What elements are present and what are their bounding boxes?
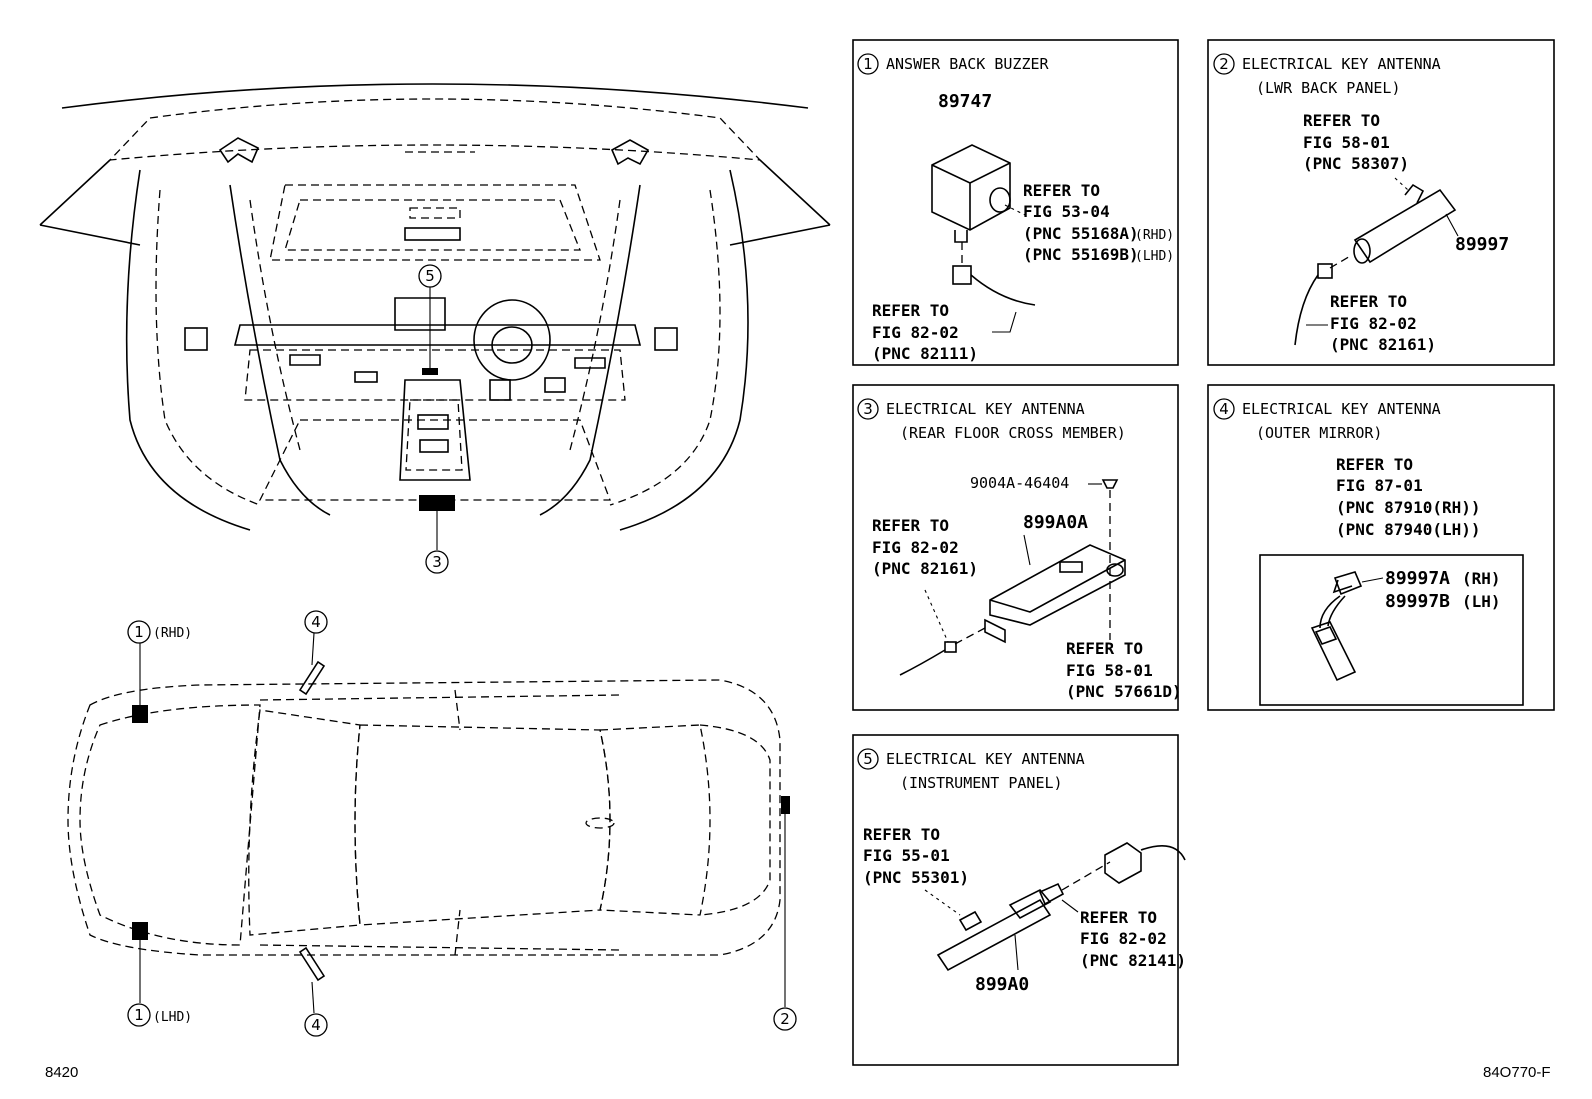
interior-illustration <box>39 83 831 550</box>
panel-3-ref-b-line-2: FIG 58-01 <box>1066 661 1153 680</box>
panel-2-ref-a-line-3: (PNC 58307) <box>1303 154 1409 173</box>
antenna-899a0-icon <box>924 842 1186 972</box>
callout-5-label: 5 <box>425 267 435 285</box>
panel-5-ref-b-line-3: (PNC 82141) <box>1080 951 1186 970</box>
panel-5-ref-b-line-2: FIG 82-02 <box>1080 929 1167 948</box>
panel-2-ref-b-line-3: (PNC 82161) <box>1330 335 1436 354</box>
panel-1-ref-a-line-4: (PNC 55169B) <box>1023 245 1139 264</box>
callout-1-lhd-label: 1 <box>134 1006 144 1024</box>
callout-3-label: 3 <box>432 553 442 571</box>
panel-2-callout: 2 <box>1219 55 1229 73</box>
panel-1-callout: 1 <box>863 55 873 73</box>
car-top-view <box>67 632 790 1014</box>
panel-3-subtitle: (REAR FLOOR CROSS MEMBER) <box>900 424 1126 442</box>
footer-left-code: 8420 <box>45 1064 78 1081</box>
panel-1-rhd-tag: (RHD) <box>1135 228 1174 243</box>
callout-2: 2 <box>773 1007 797 1031</box>
panel-2-ref-b-line-1: REFER TO <box>1330 292 1407 311</box>
panel-3-fastener-number: 9004A-46404 <box>970 474 1069 492</box>
callout-3: 3 <box>425 550 449 574</box>
panel-1-ref-a-line-3: (PNC 55168A) <box>1023 224 1139 243</box>
panel-1-part-number: 89747 <box>938 91 992 112</box>
panel-2-ref-b-line-2: FIG 82-02 <box>1330 314 1417 333</box>
panel-4-title: ELECTRICAL KEY ANTENNA <box>1242 400 1441 418</box>
antenna-899a0a-icon <box>899 544 1126 676</box>
panel-2-title: ELECTRICAL KEY ANTENNA <box>1242 55 1441 73</box>
callout-4-top-label: 4 <box>311 613 321 631</box>
panel-4-tag-lh: (LH) <box>1462 592 1501 611</box>
callout-5: 5 <box>418 264 442 288</box>
panel-5-ref-a-line-1: REFER TO <box>863 825 940 844</box>
callout-4-top: 4 <box>304 610 328 634</box>
footer-right-code: 84O770-F <box>1483 1064 1551 1081</box>
panel-1-ref-a-line-1: REFER TO <box>1023 181 1100 200</box>
panel-1-ref-b-line-1: REFER TO <box>872 301 949 320</box>
panel-4-tag-rh: (RH) <box>1462 569 1501 588</box>
panel-4-ref-line-3: (PNC 87910(RH)) <box>1336 498 1481 517</box>
panel-4-ref-line-1: REFER TO <box>1336 455 1413 474</box>
panel-4-outer-mirror: 4 ELECTRICAL KEY ANTENNA (OUTER MIRROR) … <box>1207 384 1555 711</box>
panel-2-ref-a-line-1: REFER TO <box>1303 111 1380 130</box>
panel-1-lhd-tag: (LHD) <box>1135 249 1174 264</box>
panel-3-ref-a-line-1: REFER TO <box>872 516 949 535</box>
callout-1-rhd: 1 (RHD) <box>127 620 192 644</box>
panel-2-ref-a-line-2: FIG 58-01 <box>1303 133 1390 152</box>
panel-4-part-lh: 89997B <box>1385 591 1450 612</box>
panel-3-part-number: 899A0A <box>1023 512 1088 533</box>
buzzer-icon <box>931 144 1036 306</box>
callout-1-lhd: 1 (LHD) <box>127 1003 192 1027</box>
callout-2-label: 2 <box>780 1010 790 1028</box>
panel-2-subtitle: (LWR BACK PANEL) <box>1256 79 1401 97</box>
lhd-tag: (LHD) <box>153 1010 192 1025</box>
antenna-89997-icon <box>1294 177 1459 346</box>
panel-5-title: ELECTRICAL KEY ANTENNA <box>886 750 1085 768</box>
panel-4-subtitle: (OUTER MIRROR) <box>1256 424 1382 442</box>
callout-4-bottom-label: 4 <box>311 1016 321 1034</box>
panel-3-ref-a-line-2: FIG 82-02 <box>872 538 959 557</box>
panel-1-ref-a-line-2: FIG 53-04 <box>1023 202 1110 221</box>
panel-1-title: ANSWER BACK BUZZER <box>886 55 1050 73</box>
panel-4-ref-line-2: FIG 87-01 <box>1336 476 1423 495</box>
panel-3-rear-floor-cross-member: 3 ELECTRICAL KEY ANTENNA (REAR FLOOR CRO… <box>852 384 1182 711</box>
panel-3-title: ELECTRICAL KEY ANTENNA <box>886 400 1085 418</box>
panel-1-ref-b-line-2: FIG 82-02 <box>872 323 959 342</box>
panel-3-ref-b-line-1: REFER TO <box>1066 639 1143 658</box>
panel-5-subtitle: (INSTRUMENT PANEL) <box>900 774 1063 792</box>
panel-1-answer-back-buzzer: 1 ANSWER BACK BUZZER 89747 REFER TO FIG … <box>852 39 1179 366</box>
panel-4-callout: 4 <box>1219 400 1229 418</box>
panel-5-ref-a-line-2: FIG 55-01 <box>863 846 950 865</box>
panel-5-ref-a-line-3: (PNC 55301) <box>863 868 969 887</box>
callout-4-bottom: 4 <box>304 1013 328 1037</box>
panel-4-ref-line-4: (PNC 87940(LH)) <box>1336 520 1481 539</box>
panel-5-ref-b-line-1: REFER TO <box>1080 908 1157 927</box>
panel-5-callout: 5 <box>863 750 873 768</box>
antenna-mirror-icon <box>1310 571 1363 682</box>
panel-4-part-rh: 89997A <box>1385 568 1450 589</box>
rhd-tag: (RHD) <box>153 626 192 641</box>
panel-3-callout: 3 <box>863 400 873 418</box>
panel-2-lwr-back-panel: 2 ELECTRICAL KEY ANTENNA (LWR BACK PANEL… <box>1207 39 1555 366</box>
panel-5-instrument-panel: 5 ELECTRICAL KEY ANTENNA (INSTRUMENT PAN… <box>852 734 1186 1066</box>
panel-5-part-number: 899A0 <box>975 974 1029 995</box>
panel-3-ref-a-line-3: (PNC 82161) <box>872 559 978 578</box>
callout-1-rhd-label: 1 <box>134 623 144 641</box>
panel-3-ref-b-line-3: (PNC 57661D) <box>1066 682 1182 701</box>
panel-2-part-number: 89997 <box>1455 234 1509 255</box>
panel-1-ref-b-line-3: (PNC 82111) <box>872 344 978 363</box>
